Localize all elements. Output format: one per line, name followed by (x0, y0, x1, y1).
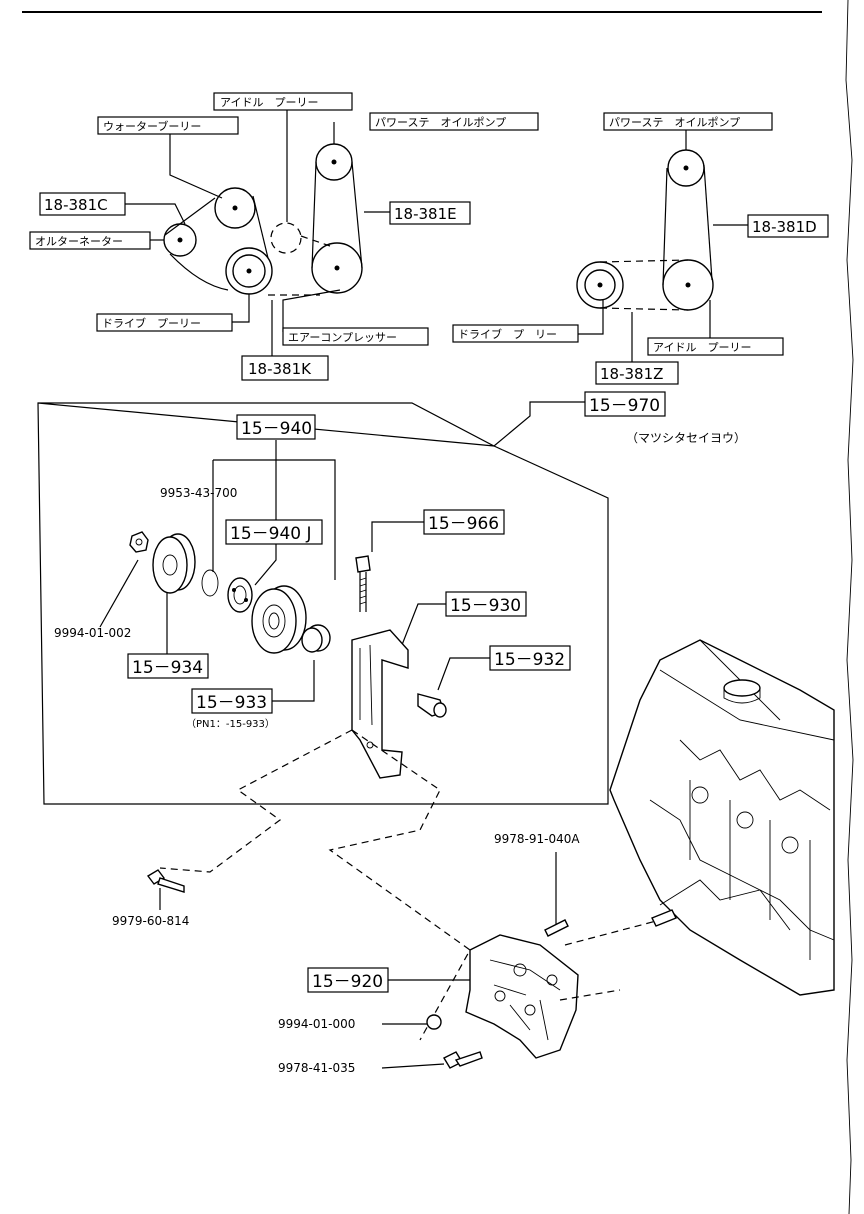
label-code-933: 15－933 (191, 688, 273, 714)
label-code-d: 18-381D (747, 214, 829, 238)
stud-9978-040 (544, 919, 569, 937)
svg-text:18-381K: 18-381K (248, 360, 312, 378)
svg-text:15－934: 15－934 (132, 658, 203, 678)
svg-text:15－930: 15－930 (450, 596, 521, 616)
idle-pulley (270, 222, 302, 254)
label-code-e: 18-381E (389, 201, 471, 225)
label-code-934: 15－934 (127, 653, 209, 679)
belt-diagram-right (576, 128, 748, 362)
part-num-9978-040: 9978-91-040A (494, 832, 580, 846)
detail-panel-frame (37, 401, 609, 805)
engine-block (609, 639, 835, 996)
cap-15-933 (301, 624, 331, 653)
svg-text:オルターネーター: オルターネーター (35, 235, 123, 248)
label-alternator: オルターネーター (29, 231, 151, 250)
label-code-z: 18-381Z (595, 361, 679, 385)
label-water-pulley: ウォーターブーリー (97, 116, 239, 135)
bolt-9978-035 (443, 1051, 483, 1069)
label-code-966: 15－966 (423, 509, 505, 535)
svg-text:アイドル プーリー: アイドル プーリー (653, 341, 751, 354)
svg-text:15－920: 15－920 (312, 972, 383, 992)
svg-text:パワーステ オイルポンプ: パワーステ オイルポンプ (375, 116, 506, 129)
matsushita-note: （マツシタセイヨウ） (626, 431, 746, 445)
part-num-9978-035: 9978-41-035 (278, 1061, 355, 1075)
bearing-15-940j (227, 577, 253, 613)
svg-text:15－933: 15－933 (196, 693, 267, 713)
label-code-930: 15－930 (445, 591, 527, 617)
svg-text:ドライブ プーリー: ドライブ プーリー (102, 316, 201, 330)
svg-text:15－970: 15－970 (589, 396, 660, 416)
label-idle-pulley-right: アイドル プーリー (647, 337, 784, 356)
svg-text:パワーステ オイルポンプ: パワーステ オイルポンプ (609, 116, 740, 129)
svg-text:15－932: 15－932 (494, 650, 565, 670)
part-num-9979: 9979-60-814 (112, 914, 189, 928)
pn-note: （PN1：-15-933） (186, 718, 275, 730)
svg-text:18-381Z: 18-381Z (600, 365, 663, 383)
nut-9994-002 (129, 531, 149, 553)
part-num-9953: 9953-43-700 (160, 486, 237, 500)
snap-ring (201, 569, 219, 597)
svg-text:15－940: 15－940 (241, 419, 312, 439)
label-idle-pulley-top: アイドル プーリー (213, 92, 353, 111)
page-edge (845, 0, 854, 1214)
svg-text:ドライブ プ リー: ドライブ プ リー (458, 327, 557, 341)
svg-text:18-381E: 18-381E (394, 205, 457, 223)
part-num-9994-002: 9994-01-002 (54, 626, 131, 640)
svg-text:15－966: 15－966 (428, 514, 499, 534)
svg-text:アイドル プーリー: アイドル プーリー (220, 96, 318, 109)
svg-text:15－940 J: 15－940 J (230, 524, 312, 544)
svg-text:エアーコンプレッサー: エアーコンプレッサー (288, 331, 397, 344)
mount-bracket-15-920 (465, 934, 579, 1059)
label-code-940j: 15－940 J (225, 519, 323, 545)
belt-diagram-left (125, 108, 390, 356)
label-code-940: 15－940 (236, 414, 316, 440)
label-ps-pump-right: パワーステ オイルポンプ (603, 112, 773, 131)
part-num-9994-000: 9994-01-000 (278, 1017, 355, 1031)
label-code-920: 15－920 (307, 967, 389, 993)
pulley-15-934 (152, 533, 196, 594)
bolt-9979 (146, 869, 185, 893)
label-drive-pulley-left: ドライブ プーリー (96, 313, 233, 332)
pin-15-932 (417, 693, 447, 718)
nut-9994-000 (426, 1014, 442, 1030)
pulley-15-940 (251, 585, 307, 654)
svg-text:ウォーターブーリー: ウォーターブーリー (103, 119, 201, 133)
label-code-970: 15－970 (584, 391, 666, 417)
svg-text:18-381D: 18-381D (752, 218, 817, 236)
label-code-c: 18-381C (39, 192, 126, 216)
bracket-15-930 (351, 629, 409, 779)
svg-text:18-381C: 18-381C (44, 196, 108, 214)
label-aircon: エアーコンプレッサー (282, 327, 429, 346)
label-code-932: 15－932 (489, 645, 571, 671)
dash-loop (159, 729, 471, 1041)
bolt-15-966 (355, 555, 371, 612)
label-code-k: 18-381K (241, 355, 329, 381)
label-drive-pulley-right: ドライブ プ リー (452, 324, 579, 343)
label-ps-pump-left: パワーステ オイルポンプ (369, 112, 539, 131)
